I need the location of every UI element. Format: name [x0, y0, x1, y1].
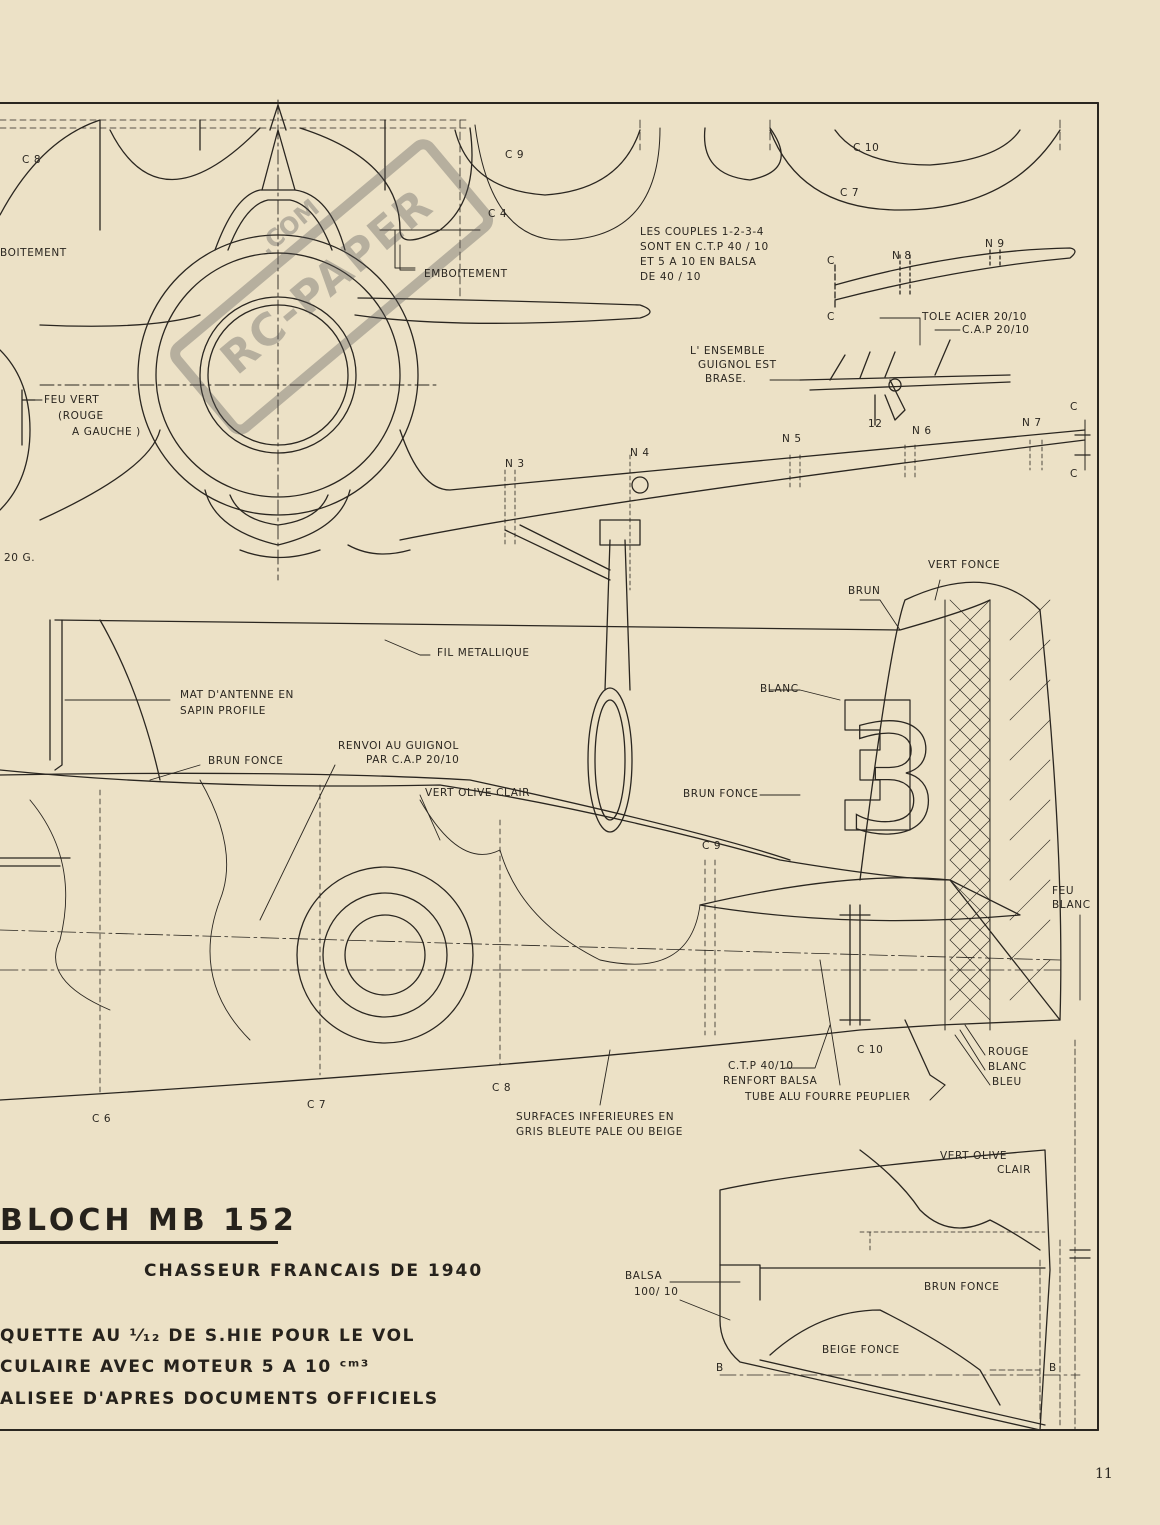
- label-brun-fonce-1: BRUN FONCE: [208, 755, 284, 767]
- label-n9: N 9: [985, 238, 1005, 250]
- page-number: 11: [1095, 1466, 1113, 1482]
- label-n7: N 7: [1022, 417, 1042, 429]
- label-n6: N 6: [912, 425, 932, 437]
- couples-note-line-1: LES COUPLES 1-2-3-4: [640, 226, 765, 238]
- ensemble-line-2: GUIGNOL EST: [698, 359, 777, 371]
- fin-numeral: 3: [845, 694, 940, 868]
- label-vert-fonce: VERT FONCE: [928, 559, 1001, 571]
- vert-olive-clair-2-line-1: VERT OLIVE: [940, 1150, 1008, 1162]
- label-rouge: ROUGE: [988, 1046, 1030, 1058]
- balsa-line-1: BALSA: [625, 1270, 663, 1282]
- rudder-crosshatch: [949, 599, 1051, 1021]
- label-n3: N 3: [505, 458, 525, 470]
- label-vert-olive-clair: VERT OLIVE CLAIR: [425, 787, 531, 799]
- label-c4: C 4: [488, 208, 508, 220]
- label-tole: TOLE ACIER 20/10: [922, 311, 1028, 323]
- label-c-right-bottom: C: [1070, 468, 1078, 480]
- label-n8: N 8: [892, 250, 912, 262]
- feu-vert-line-3: A GAUCHE ): [72, 426, 141, 438]
- label-c10-side: C 10: [857, 1044, 884, 1056]
- label-twenty-g: 20 G.: [4, 552, 36, 564]
- label-brun: BRUN: [848, 585, 881, 597]
- label-c7-side: C 7: [307, 1099, 327, 1111]
- leader-lines: [29, 244, 1081, 1321]
- label-beige-fonce: BEIGE FONCE: [822, 1344, 900, 1356]
- feu-vert-line-2: (ROUGE: [58, 410, 104, 422]
- former-templates: [0, 119, 1061, 301]
- title-underline: [0, 1241, 278, 1244]
- label-brun-fonce-3: BRUN FONCE: [924, 1281, 1000, 1293]
- couples-note-line-3: ET 5 A 10 EN BALSA: [640, 256, 757, 268]
- side-view: [0, 581, 1062, 1101]
- mat-line-1: MAT D'ANTENNE EN: [180, 689, 295, 701]
- label-emboitement: EMBOITEMENT: [424, 268, 508, 280]
- balsa-line-2: 100/ 10: [634, 1286, 679, 1298]
- label-n5: N 5: [782, 433, 802, 445]
- label-blanc-2: BLANC: [988, 1061, 1027, 1073]
- feu-vert-line-1: FEU VERT: [44, 394, 100, 406]
- label-c-a: C: [827, 255, 835, 267]
- label-tube: TUBE ALU FOURRE PEUPLIER: [745, 1091, 911, 1103]
- surfaces-line-2: GRIS BLEUTE PALE OU BEIGE: [516, 1126, 683, 1138]
- label-c10-top: C 10: [853, 142, 880, 154]
- label-blanc: BLANC: [760, 683, 799, 695]
- label-c6: C 6: [92, 1113, 112, 1125]
- label-c9-side: C 9: [702, 840, 722, 852]
- ensemble-line-1: L' ENSEMBLE: [690, 345, 766, 357]
- label-c7-top: C 7: [840, 187, 860, 199]
- label-brun-fonce-2: BRUN FONCE: [683, 788, 759, 800]
- label-b-left: B: [716, 1362, 724, 1374]
- label-n4: N 4: [630, 447, 650, 459]
- label-c9-top: C 9: [505, 149, 525, 161]
- surfaces-line-1: SURFACES INFERIEURES EN: [516, 1111, 675, 1123]
- mat-line-2: SAPIN PROFILE: [180, 705, 266, 717]
- tailplane-plan: [719, 1039, 1091, 1431]
- renvoi-line-2: PAR C.A.P 20/10: [366, 754, 460, 766]
- ensemble-line-3: BRASE.: [705, 373, 747, 385]
- plan-title: BLOCH MB 152: [0, 1203, 298, 1238]
- label-twelve: 12: [868, 418, 883, 430]
- description-line-1: QUETTE AU ¹⁄₁₂ DE S.HIE POUR LE VOL: [0, 1326, 416, 1346]
- label-ctp: C.T.P 40/10: [728, 1060, 794, 1072]
- label-bleu: BLEU: [992, 1076, 1022, 1088]
- plan-subtitle: CHASSEUR FRANCAIS DE 1940: [144, 1261, 484, 1281]
- vert-olive-clair-2-line-2: CLAIR: [997, 1164, 1031, 1176]
- couples-note-line-4: DE 40 / 10: [640, 271, 701, 283]
- label-fil-metallique: FIL METALLIQUE: [437, 647, 530, 659]
- feu-blanc-line-1: FEU: [1052, 885, 1075, 897]
- description-line-3: ALISEE D'APRES DOCUMENTS OFFICIELS: [0, 1389, 439, 1409]
- label-cap-20: C.A.P 20/10: [962, 324, 1030, 336]
- renvoi-line-1: RENVOI AU GUIGNOL: [338, 740, 459, 752]
- control-horn-detail: [799, 247, 1076, 426]
- front-view: [0, 99, 1091, 833]
- label-b-right: B: [1049, 1362, 1057, 1374]
- label-c8-side: C 8: [492, 1082, 512, 1094]
- label-c-right-top: C: [1070, 401, 1078, 413]
- description-line-2: CULAIRE AVEC MOTEUR 5 A 10 ᶜᵐ³: [0, 1357, 370, 1377]
- couples-note-line-2: SONT EN C.T.P 40 / 10: [640, 241, 769, 253]
- label-emboitement-left: BOITEMENT: [0, 247, 67, 259]
- label-renfort: RENFORT BALSA: [723, 1075, 818, 1087]
- feu-blanc-line-2: BLANC: [1052, 899, 1091, 911]
- label-c8-top: C 8: [22, 154, 42, 166]
- label-c-b: C: [827, 311, 835, 323]
